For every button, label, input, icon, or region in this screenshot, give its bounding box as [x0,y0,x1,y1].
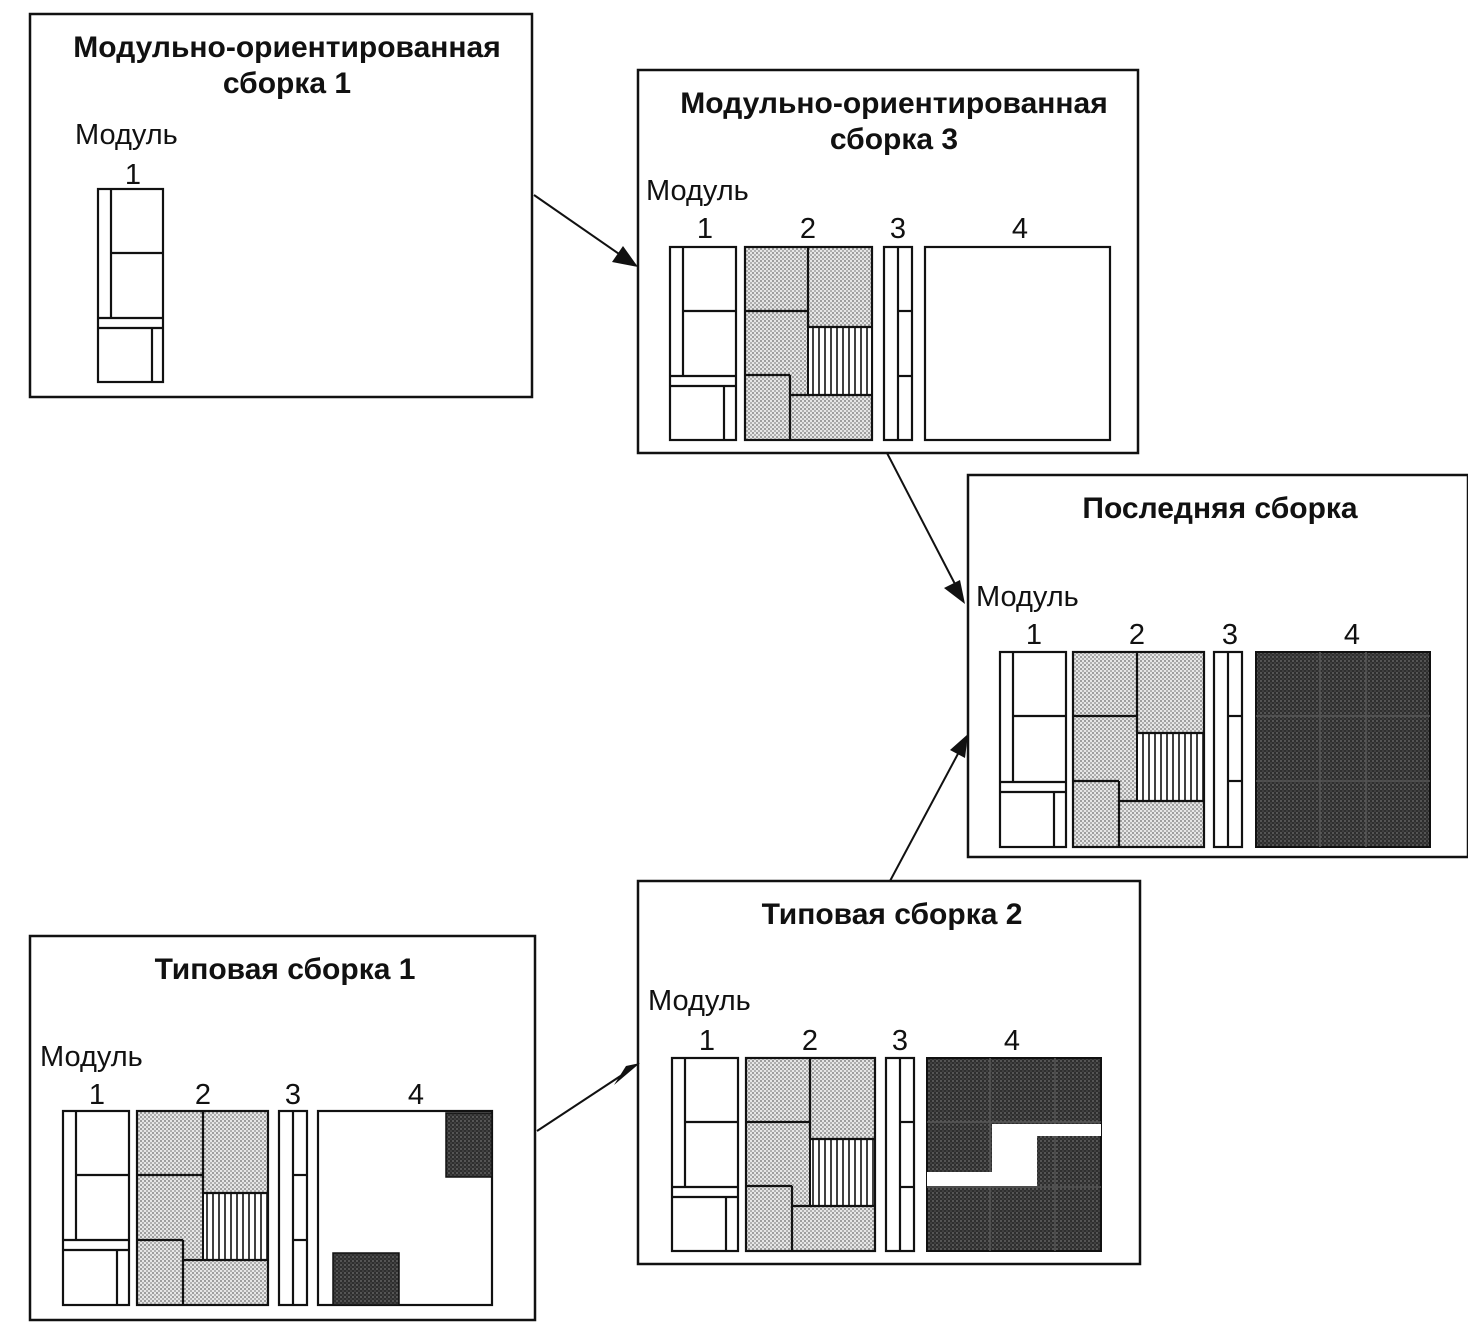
module-4-block [316,1109,494,1307]
box-modular-assembly-3: Модульно-ориентированная сборка 3 Модуль… [636,68,1140,455]
box-final-assembly: Последняя сборка Модуль 1 2 3 4 [966,473,1468,859]
module-number-1: 1 [125,159,141,191]
box-title-line1: Последняя сборка [1082,492,1358,525]
module-number-4: 4 [1344,619,1360,651]
arrow-modular3-to-final [886,452,965,604]
module-number-3: 3 [890,213,906,245]
module-number-1: 1 [1026,619,1042,651]
module-2-block [135,1109,270,1307]
module-label: Модуль [646,175,749,207]
box-modular-assembly-1: Модульно-ориентированная сборка 1 Модуль… [28,12,534,399]
module-4-block [923,245,1112,442]
module-number-2: 2 [800,213,816,245]
box-title-line1: Модульно-ориентированная [680,87,1107,120]
module-number-4: 4 [1004,1025,1020,1057]
module-3-block [882,245,914,442]
module-number-3: 3 [285,1079,301,1111]
module-2-block [1071,650,1206,849]
box-typical-assembly-2: Типовая сборка 2 Модуль 1 2 3 4 [636,879,1142,1266]
module-label: Модуль [648,985,751,1017]
module-2-block [744,1056,877,1253]
arrow-modular1-to-modular3 [533,194,638,267]
box-title-line1: Модульно-ориентированная [73,31,500,64]
module-1-block [998,650,1068,849]
module-number-2: 2 [802,1025,818,1057]
box-typical-assembly-1: Типовая сборка 1 Модуль 1 2 3 4 [28,934,537,1322]
arrow-typical1-to-typical2 [536,1063,640,1132]
module-1-block [61,1109,131,1307]
box-title-line1: Типовая сборка 1 [155,953,416,986]
module-4-block [1255,651,1431,848]
module-1-block [670,1056,740,1253]
module-1-block [668,245,738,442]
module-3-block [1212,650,1244,849]
module-number-4: 4 [1012,213,1028,245]
module-4-block [926,1057,1102,1252]
box-title-line2: сборка 3 [830,123,958,156]
module-number-2: 2 [1129,619,1145,651]
module-number-1: 1 [699,1025,715,1057]
module-number-2: 2 [195,1079,211,1111]
module-number-1: 1 [697,213,713,245]
module-number-3: 3 [1222,619,1238,651]
module-number-3: 3 [892,1025,908,1057]
module-1-block [96,187,165,384]
module-2-block [743,245,874,442]
box-title-line1: Типовая сборка 2 [762,898,1023,931]
module-3-block [277,1109,309,1307]
module-label: Модуль [976,581,1079,613]
module-3-block [884,1056,916,1253]
module-number-4: 4 [408,1079,424,1111]
arrow-typical2-to-final [889,734,968,882]
module-label: Модуль [40,1041,143,1073]
module-label: Модуль [75,119,178,151]
box-title-line2: сборка 1 [223,67,351,100]
module-number-1: 1 [89,1079,105,1111]
